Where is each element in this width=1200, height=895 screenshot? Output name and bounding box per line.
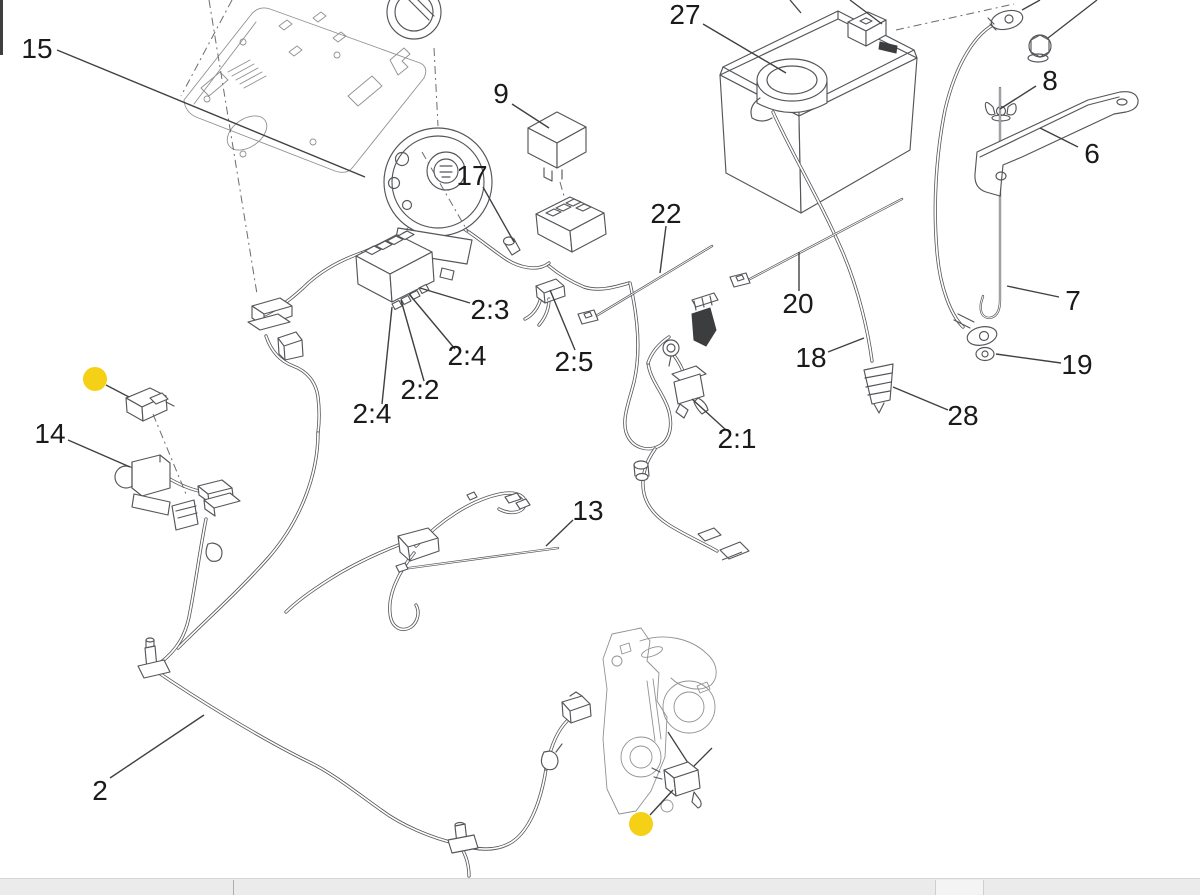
console-panel-drawing xyxy=(180,0,427,295)
bolt-drawing xyxy=(1027,0,1098,63)
fuse-block-drawing xyxy=(355,230,435,311)
callout-layer: 15 9 17 27 22 20 8 6 7 19 18 28 2:3 2:4 2:2 2:4 2:5 2:1 14… xyxy=(21,0,1099,806)
callout-label-14: 14 xyxy=(34,418,65,449)
callout-label-2: 2 xyxy=(92,775,108,806)
solenoid-2-1-drawing xyxy=(662,292,719,419)
brake-bracket-drawing xyxy=(602,627,717,815)
branch-connectors-drawing xyxy=(171,479,241,562)
cable-tie-13-drawing xyxy=(395,546,560,573)
callout-label-2-2: 2:2 xyxy=(401,374,440,405)
harness-end-connectors-drawing xyxy=(633,460,750,561)
callout-leader-2-2 xyxy=(400,299,425,382)
callout-label-27: 27 xyxy=(669,0,700,30)
callout-leader-6 xyxy=(1039,127,1079,148)
callout-leader-18 xyxy=(827,337,865,353)
bottom-scrollbar-track[interactable] xyxy=(0,878,1200,895)
battery-terminal-boot-drawing xyxy=(750,58,828,122)
screw-drawing xyxy=(502,236,521,256)
ignition-switch-drawing xyxy=(383,127,493,281)
callout-label-15: 15 xyxy=(21,33,52,64)
ignition-key-drawing xyxy=(386,0,442,127)
callout-label-8: 8 xyxy=(1042,65,1058,96)
callout-label-7: 7 xyxy=(1065,285,1081,316)
callout-label-2-1: 2:1 xyxy=(718,423,757,454)
scrollbar-thumb[interactable] xyxy=(935,880,984,895)
callout-label-20: 20 xyxy=(782,288,813,319)
battery-bracket-drawing xyxy=(974,91,1139,197)
callout-label-2-3: 2:3 xyxy=(471,294,510,325)
callout-label-2-4: 2:4 xyxy=(448,340,487,371)
cable-tie-22-drawing xyxy=(577,244,714,325)
callout-label-13: 13 xyxy=(572,495,603,526)
callout-label-2-4: 2:4 xyxy=(353,398,392,429)
callout-label-2-5: 2:5 xyxy=(555,346,594,377)
ring-terminal-bottom-drawing xyxy=(953,313,998,346)
highlight-dot-upper-left xyxy=(83,367,107,391)
switch-upper-drawing xyxy=(125,387,187,495)
left-edge-marker xyxy=(0,0,3,55)
callout-label-18: 18 xyxy=(795,342,826,373)
relay-drawing xyxy=(527,111,587,204)
callout-label-28: 28 xyxy=(947,400,978,431)
j-bolt-drawing xyxy=(979,86,1002,320)
relay-socket-drawing xyxy=(535,196,607,253)
centerline-dash xyxy=(421,151,469,233)
scrollbar-divider xyxy=(233,880,234,895)
callout-leader-17 xyxy=(482,186,515,243)
callout-leader-9 xyxy=(511,103,550,129)
callout-leader-14 xyxy=(67,439,131,468)
safety-switch-drawing xyxy=(651,731,713,809)
callout-label-19: 19 xyxy=(1061,349,1092,380)
ground-cable-drawing xyxy=(933,0,1098,346)
callout-leader-2-4 xyxy=(381,306,393,405)
callout-label-17: 17 xyxy=(456,160,487,191)
callout-leader-8 xyxy=(999,85,1037,110)
battery-cable-drawing xyxy=(771,110,894,414)
callout-leader-22 xyxy=(659,225,667,274)
callout-leader-2-3 xyxy=(419,287,471,304)
washer-drawing xyxy=(975,346,995,362)
callout-leader-2-5 xyxy=(549,289,576,351)
wing-nut-drawing xyxy=(984,101,1017,122)
callout-label-6: 6 xyxy=(1084,138,1100,169)
callout-leader-7 xyxy=(1006,285,1060,298)
p-clamp-drawing xyxy=(540,743,563,771)
highlight-dot-upper-left-leader xyxy=(105,384,130,398)
connector-2-5-drawing xyxy=(535,278,566,304)
highlight-layer xyxy=(83,367,674,836)
highlight-dot-lower-center-leader xyxy=(649,789,674,816)
callout-leader-2-1 xyxy=(691,398,727,431)
battery-drawing xyxy=(719,0,1015,214)
callout-leader-13 xyxy=(545,519,574,547)
callout-leader-2-4 xyxy=(408,293,456,350)
callout-label-22: 22 xyxy=(650,198,681,229)
cable-clamp-bottom-drawing xyxy=(447,821,479,854)
ring-terminal-top-drawing xyxy=(987,0,1041,31)
callout-leader-2 xyxy=(109,714,205,779)
inline-connectors-drawing xyxy=(247,297,304,361)
callout-leader-28 xyxy=(892,386,949,411)
cable-clamp-left-drawing xyxy=(137,637,171,679)
callout-leader-15 xyxy=(56,49,366,178)
switch-14-drawing xyxy=(114,454,171,516)
battery-clamp-drawing xyxy=(847,11,898,54)
callout-leader-19 xyxy=(995,353,1062,364)
callout-label-9: 9 xyxy=(493,78,509,109)
connector-bottom-drawing xyxy=(561,691,592,724)
callout-leader-27 xyxy=(702,23,787,74)
highlight-dot-lower-center xyxy=(629,812,653,836)
loop-13-connectors-drawing xyxy=(397,491,531,562)
terminal-boot-28-drawing xyxy=(863,363,894,414)
cable-tie-20-drawing xyxy=(729,197,904,288)
